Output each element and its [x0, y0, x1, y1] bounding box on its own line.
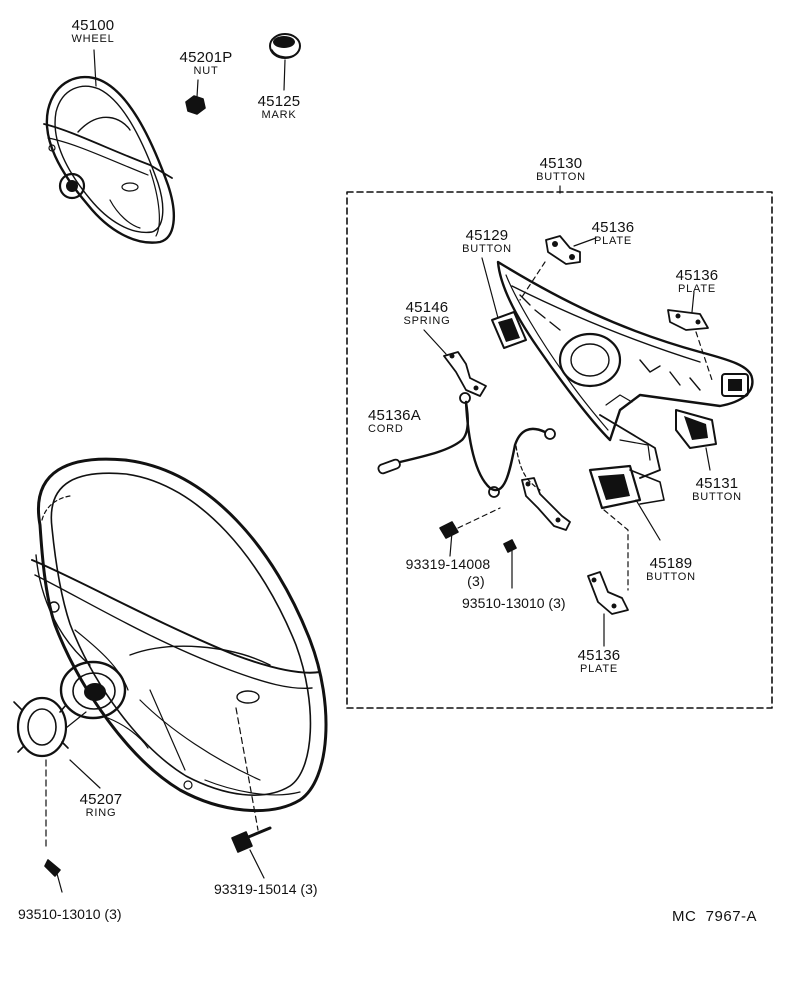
- label-45207-ring: 45207 RING: [70, 792, 132, 819]
- part-number: 45207: [79, 791, 123, 808]
- ring-part: [13, 696, 101, 789]
- label-45100-wheel: 45100 WHEEL: [60, 18, 126, 45]
- inner-screw-93510: [503, 539, 517, 589]
- plate-top: [519, 235, 597, 301]
- fastener-qty: (3): [467, 573, 485, 589]
- part-name: BUTTON: [462, 243, 512, 255]
- label-45136-plate-bottom: 45136 PLATE: [566, 648, 632, 675]
- cord-part: [377, 392, 556, 498]
- part-name: PLATE: [579, 663, 619, 675]
- label-93319-15014: 93319-15014 (3): [214, 881, 318, 897]
- part-name: WHEEL: [71, 33, 115, 45]
- part-number: 45201P: [179, 49, 233, 66]
- contact-plate: [521, 477, 571, 531]
- label-93510-13010-inner: 93510-13010 (3): [462, 595, 566, 611]
- part-number: 45136: [577, 647, 621, 664]
- plate-right: [667, 291, 713, 381]
- horn-pad-assembly: [496, 260, 754, 479]
- part-number: 45136: [675, 267, 719, 284]
- small-steering-wheel: [43, 75, 175, 244]
- part-number: 45100: [71, 17, 115, 34]
- label-45129-button: 45129 BUTTON: [452, 228, 522, 255]
- spring-part: [423, 329, 487, 397]
- label-93510-13010-outer: 93510-13010 (3): [18, 906, 122, 922]
- part-number: 45136: [591, 219, 635, 236]
- label-45125-mark: 45125 MARK: [248, 94, 310, 121]
- label-45136-plate-right: 45136 PLATE: [664, 268, 730, 295]
- button-45129: [481, 257, 527, 349]
- part-name: PLATE: [677, 283, 717, 295]
- nut-part: [185, 79, 206, 115]
- label-93319-14008: 93319-14008 (3): [386, 557, 510, 588]
- part-name: NUT: [193, 65, 219, 77]
- label-45136a-cord: 45136A CORD: [368, 408, 442, 435]
- part-number: 45131: [695, 475, 739, 492]
- part-name: MARK: [261, 109, 297, 121]
- large-steering-wheel: [31, 457, 328, 813]
- label-45146-spring: 45146 SPRING: [394, 300, 460, 327]
- part-name: RING: [85, 807, 117, 819]
- part-number: 45125: [257, 93, 301, 110]
- part-number: 45136A: [368, 407, 421, 424]
- part-name: SPRING: [403, 315, 451, 327]
- part-name: BUTTON: [646, 571, 696, 583]
- plate-bottom: [587, 571, 629, 647]
- part-name: BUTTON: [536, 171, 586, 183]
- part-number: 45189: [649, 555, 693, 572]
- outer-screw: [44, 859, 63, 893]
- label-45189-button: 45189 BUTTON: [636, 556, 706, 583]
- part-name: BUTTON: [692, 491, 742, 503]
- part-name: CORD: [368, 423, 404, 435]
- part-number: 45130: [539, 155, 583, 172]
- label-45131-button: 45131 BUTTON: [682, 476, 752, 503]
- large-screw: [231, 826, 272, 879]
- button-45131: [675, 409, 717, 471]
- label-45136-plate-top: 45136 PLATE: [580, 220, 646, 247]
- part-name: PLATE: [593, 235, 633, 247]
- label-45201p-nut: 45201P NUT: [170, 50, 242, 77]
- label-45130-button: 45130 BUTTON: [526, 156, 596, 183]
- mark-emblem-part: [269, 33, 301, 91]
- diagram-reference-code: MC 7967-A: [672, 908, 758, 925]
- part-number: 45146: [405, 299, 449, 316]
- inner-screw-93319: [439, 507, 501, 557]
- part-number: 45129: [465, 227, 509, 244]
- button-45189: [588, 464, 665, 591]
- fastener-number: 93319-14008: [405, 556, 491, 572]
